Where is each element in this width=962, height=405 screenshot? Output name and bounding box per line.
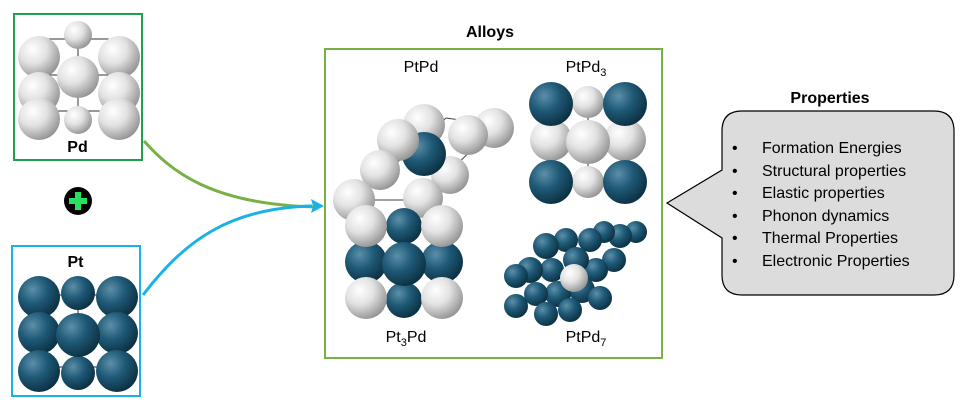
alloy-label-ptpd3: PtPd3 bbox=[565, 59, 607, 80]
property-item: Structural properties bbox=[728, 161, 910, 184]
pd-label: Pd bbox=[67, 139, 88, 156]
property-item: Thermal Properties bbox=[728, 228, 910, 251]
alloy-label-ptpd7: PtPd7 bbox=[565, 329, 607, 350]
alloy-label-ptpd: PtPd bbox=[403, 59, 439, 76]
pd-to-alloys-arrow bbox=[142, 139, 319, 209]
plus-icon bbox=[64, 187, 92, 215]
ptpd-structure-icon bbox=[333, 104, 514, 221]
alloys-panel: PtPd PtPd3 bbox=[324, 48, 663, 359]
arrowhead-icon bbox=[311, 199, 324, 213]
ptpd3-structure-icon bbox=[529, 82, 647, 204]
pt-label: Pt bbox=[67, 254, 84, 271]
pt-unit-cell-icon bbox=[18, 276, 138, 392]
property-item: Electronic Properties bbox=[728, 251, 910, 274]
alloys-title: Alloys bbox=[465, 24, 514, 41]
property-item: Formation Energies bbox=[728, 138, 910, 161]
pt-to-alloys-arrow bbox=[141, 204, 313, 296]
pd-unit-cell-icon bbox=[18, 21, 140, 140]
alloy-label-pt3pd: Pt3Pd bbox=[385, 329, 427, 350]
properties-title: Properties bbox=[790, 90, 870, 107]
properties-list: Formation Energies Structural properties… bbox=[728, 138, 910, 274]
property-item: Phonon dynamics bbox=[728, 206, 910, 229]
property-item: Elastic properties bbox=[728, 183, 910, 206]
pt3pd-structure-icon bbox=[345, 205, 463, 319]
ptpd7-structure-icon bbox=[504, 221, 647, 326]
pd-unit-cell-panel: Pd bbox=[13, 13, 143, 161]
pt-unit-cell-panel: Pt bbox=[11, 245, 141, 397]
